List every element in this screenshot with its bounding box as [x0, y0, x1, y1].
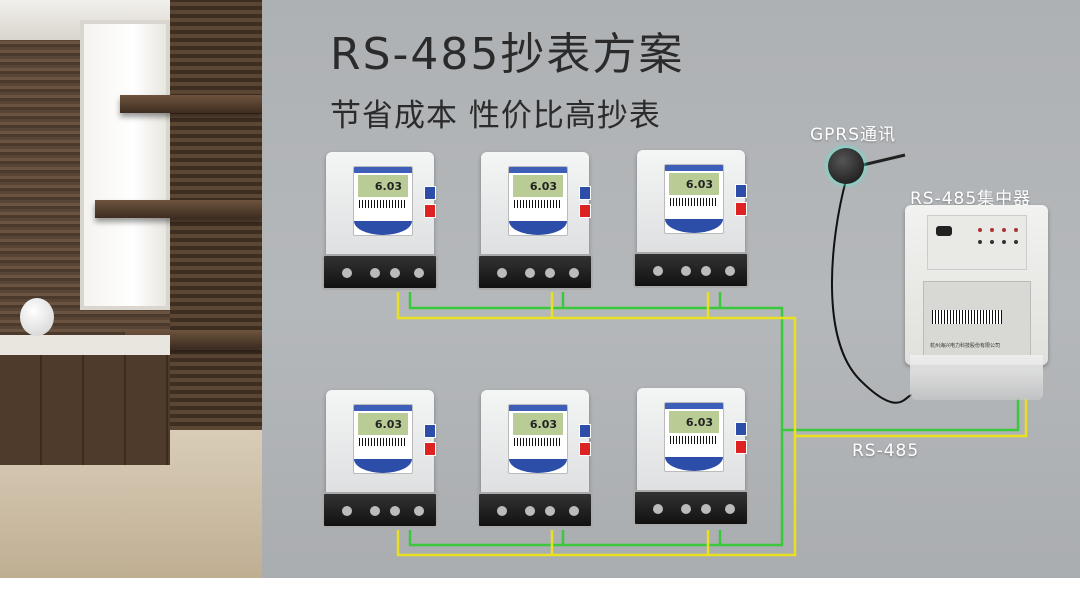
- electric-meter-6: 6.03: [633, 388, 755, 533]
- gprs-antenna-icon: [828, 148, 864, 184]
- concentrator-label: RS-485集中器: [910, 189, 1032, 209]
- meter-reading: 6.03: [513, 175, 563, 197]
- wire-green-top: [408, 292, 1020, 432]
- window: [80, 20, 170, 310]
- electric-meter-3: 6.03: [633, 150, 755, 295]
- bottom-margin: [0, 578, 1080, 609]
- electric-meter-2: 6.03: [477, 152, 599, 297]
- page-title: RS-485抄表方案: [330, 29, 685, 80]
- wire-green-bottom: [408, 430, 784, 547]
- meter-reading: 6.03: [358, 175, 408, 197]
- antenna-cable: [830, 179, 913, 404]
- wire-yellow-bottom: [396, 436, 797, 557]
- meter-reading: 6.03: [669, 173, 719, 195]
- electric-meter-4: 6.03: [322, 390, 444, 535]
- page-subtitle: 节省成本 性价比高抄表: [330, 98, 661, 134]
- electric-meter-5: 6.03: [477, 390, 599, 535]
- meter-reading: 6.03: [669, 411, 719, 433]
- kitchen-photo: [0, 0, 262, 578]
- concentrator-company: 杭州海兴电力科技股份有限公司: [930, 343, 1001, 349]
- electric-meter-1: 6.03: [322, 152, 444, 297]
- rs485-concentrator: 杭州海兴电力科技股份有限公司: [905, 205, 1048, 400]
- wire-yellow-top: [396, 292, 1028, 438]
- vase: [20, 298, 54, 336]
- rs485-bus-label: RS-485: [852, 441, 920, 461]
- meter-reading: 6.03: [358, 413, 408, 435]
- gprs-label: GPRS通讯: [810, 125, 897, 145]
- meter-reading: 6.03: [513, 413, 563, 435]
